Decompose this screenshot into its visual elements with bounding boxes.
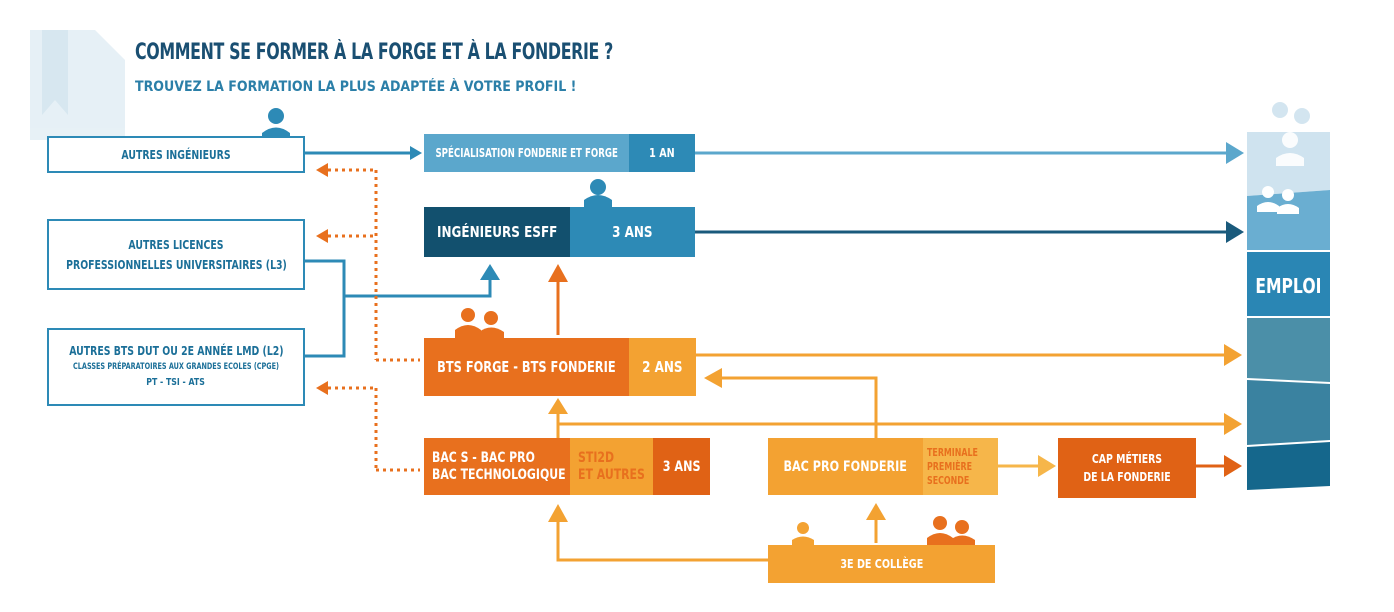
- document-bookmark-icon: [30, 30, 125, 140]
- bac-box: BAC S - BAC PRO BAC TECHNOLOGIQUE: [424, 438, 570, 495]
- bac-line1: BAC S - BAC PRO: [432, 449, 535, 466]
- person-icon: [792, 522, 814, 545]
- specialisation-box: SPÉCIALISATION FONDERIE ET FORGE: [424, 134, 629, 172]
- autres-bts-line2: CLASSES PRÉPARATOIRES AUX GRANDES ECOLES…: [73, 362, 279, 372]
- bac-line2: BAC TECHNOLOGIQUE: [432, 466, 566, 483]
- autres-bts-line1: AUTRES BTS DUT OU 2E ANNÉE LMD (L2): [68, 344, 284, 358]
- specialisation-label: SPÉCIALISATION FONDERIE ET FORGE: [435, 146, 618, 160]
- emploi-label-box: EMPLOI: [1247, 258, 1330, 314]
- autres-licences-box: AUTRES LICENCES PROFESSIONNELLES UNIVERS…: [47, 219, 305, 290]
- college-box: 3E DE COLLÈGE: [768, 545, 995, 583]
- bac-pro-fonderie-label: BAC PRO FONDERIE: [783, 458, 908, 475]
- bac-pro-fonderie-box: BAC PRO FONDERIE: [768, 438, 923, 495]
- ingenieurs-label: INGÉNIEURS ESFF: [436, 223, 558, 241]
- autres-bts-line3: PT - TSI - ATS: [146, 377, 206, 388]
- bts-box: BTS FORGE - BTS FONDERIE: [424, 338, 629, 396]
- group-icon: [1257, 186, 1299, 214]
- ingenieurs-duration: 3 ANS: [612, 223, 653, 241]
- page-title: COMMENT SE FORMER À LA FORGE ET À LA FON…: [135, 40, 613, 65]
- bac-duration-box: 3 ANS: [653, 438, 710, 495]
- cap-line2: DE LA FONDERIE: [1083, 470, 1171, 484]
- cap-line1: CAP MÉTIERS: [1091, 452, 1163, 466]
- autres-licences-line2: PROFESSIONNELLES UNIVERSITAIRES (L3): [65, 257, 287, 272]
- autres-ingenieurs-box: AUTRES INGÉNIEURS: [47, 136, 305, 173]
- seconde-label: SECONDE: [927, 473, 970, 487]
- page-subtitle: TROUVEZ LA FORMATION LA PLUS ADAPTÉE À V…: [135, 79, 577, 95]
- ingenieurs-box: INGÉNIEURS ESFF: [424, 207, 570, 257]
- person-icon: [584, 179, 612, 208]
- autres-licences-line1: AUTRES LICENCES: [128, 237, 224, 252]
- sti2d-line2: ET AUTRES: [578, 466, 645, 483]
- sti2d-line1: STI2D: [578, 449, 615, 466]
- bts-duration-box: 2 ANS: [629, 338, 696, 396]
- college-label: 3E DE COLLÈGE: [840, 557, 923, 571]
- bts-label: BTS FORGE - BTS FONDERIE: [437, 358, 616, 376]
- sti2d-box: STI2D ET AUTRES: [570, 438, 653, 495]
- bac-duration: 3 ANS: [662, 458, 701, 475]
- ingenieurs-duration-box: 3 ANS: [570, 207, 695, 257]
- group-icon: [927, 516, 975, 545]
- bts-duration: 2 ANS: [642, 358, 683, 376]
- emploi-column: [1247, 132, 1330, 490]
- autres-ingenieurs-label: AUTRES INGÉNIEURS: [121, 147, 231, 162]
- specialisation-duration-box: 1 AN: [629, 134, 695, 172]
- bac-pro-levels-box: TERMINALE PREMIÈRE SECONDE: [923, 438, 998, 495]
- terminale-label: TERMINALE: [927, 445, 978, 459]
- specialisation-duration: 1 AN: [649, 146, 675, 160]
- group-icon: [455, 308, 504, 338]
- group-icon: [1272, 102, 1310, 166]
- cap-box: CAP MÉTIERS DE LA FONDERIE: [1058, 438, 1196, 498]
- autres-bts-box: AUTRES BTS DUT OU 2E ANNÉE LMD (L2) CLAS…: [47, 328, 305, 406]
- premiere-label: PREMIÈRE: [927, 459, 973, 473]
- emploi-label: EMPLOI: [1255, 274, 1322, 298]
